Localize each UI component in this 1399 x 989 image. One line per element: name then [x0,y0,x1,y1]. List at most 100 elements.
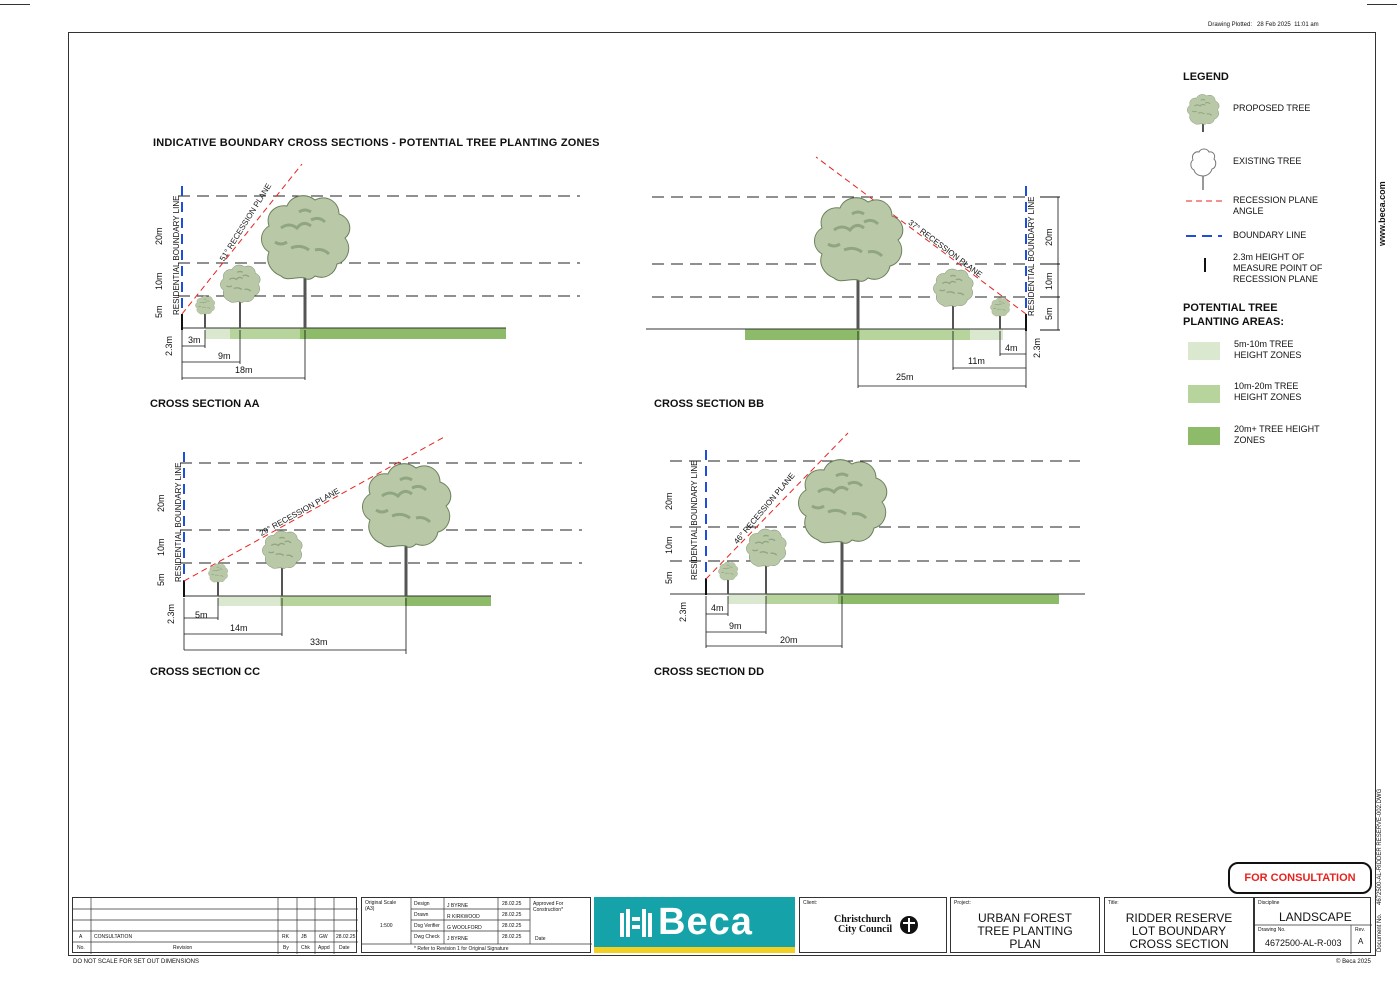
section-bb-height-5: 5m [1044,307,1054,320]
section-dd-dist-3: 20m [780,635,798,645]
section-aa-height-20: 20m [154,227,164,245]
sig-date-drawn: 28.02.25 [502,912,522,918]
section-cc-height-5: 5m [156,573,166,586]
client-block: Client: Christchurch City Council [799,897,947,953]
section-cc-dist-3: 33m [310,637,328,647]
project-name: URBAN FOREST TREE PLANTING PLAN [951,912,1099,951]
crop-mark [0,4,30,5]
tree-large [260,194,352,281]
legend-measure-point: 2.3m HEIGHT OF MEASURE POINT OF RECESSIO… [1233,252,1323,284]
section-bb-title: CROSS SECTION BB [654,398,765,410]
section-dd-dist-2: 9m [729,621,742,631]
title-label: Title: [1108,900,1119,906]
section-dd-height-10: 10m [664,536,674,554]
sig-date-design: 28.02.25 [502,901,522,907]
section-dd-title: CROSS SECTION DD [654,666,765,678]
scale-value: 1:500 [380,923,393,929]
sig-role-drawn: Drawn [414,912,429,918]
beca-stripe [594,947,795,953]
cross-section-cc [180,435,582,654]
legend-symbols [1186,93,1222,272]
legend-swatch-medium [1188,385,1220,403]
revision-header-date: Date [339,945,350,951]
revision-header-no: No. [77,945,85,951]
beca-logo: Beca [594,897,795,953]
legend-boundary-line: BOUNDARY LINE [1233,230,1307,240]
section-aa-height-5: 5m [154,305,164,318]
client-name: Christchurch City Council [834,915,892,935]
title-line1: RIDDER RESERVE [1125,911,1233,925]
title-line2: LOT BOUNDARY [1131,924,1227,938]
sig-role-design: Design [414,901,430,907]
cross-section-bb [646,156,1060,388]
plot-date: 28 Feb 2025 [1257,22,1291,28]
discipline-block: Discipline LANDSCAPE Drawing No. 4672500… [1254,897,1372,954]
discipline-value: LANDSCAPE [1279,910,1352,924]
sig-note: * Refer to Revision 1 for Original Signa… [414,946,509,952]
section-aa-dist-1: 3m [188,335,201,345]
section-aa-title: CROSS SECTION AA [150,398,260,410]
section-bb-boundary-label: RESIDENTIAL BOUNDARY LINE [1027,196,1036,316]
sig-date-check: 28.02.25 [502,934,522,940]
section-cc-height-20: 20m [156,494,166,512]
sig-date-verifier: 28.02.25 [502,923,522,929]
project-label: Project: [954,900,971,906]
recession-plane [181,163,303,315]
footer-note: DO NOT SCALE FOR SET OUT DIMENSIONS [73,959,200,965]
cross-section-dd [670,432,1085,648]
sig-name-verifier: G WOOLFORD [447,925,482,931]
sig-role-check: Dwg Check [414,934,440,940]
plot-stamp: Drawing Plotted: 28 Feb 2025 11:01 am [1208,22,1319,28]
council-emblem-icon [900,916,918,934]
discipline-label: Discipline [1258,900,1280,906]
legend-existing-tree-icon [1190,148,1217,190]
client-label: Client: [803,900,818,906]
client-name-line1: Christchurch [834,914,892,925]
document-path: 4672500-AL-RIDDER RESERVE-002.DWG [1377,788,1383,905]
beca-wordmark: Beca [658,901,753,943]
section-dd-dist-1: 4m [711,603,724,613]
legend-heading: LEGEND [1183,71,1229,83]
section-bb-height-23: 2.3m [1032,337,1042,358]
tree-small [195,295,216,315]
section-cc-height-23: 2.3m [166,603,176,624]
section-bb-height-20: 20m [1044,228,1054,246]
revision-value: A [1358,937,1364,946]
section-cc-title: CROSS SECTION CC [150,666,261,678]
revision-description: CONSULTATION [94,934,133,940]
section-aa-height-23: 2.3m [164,335,174,356]
project-line1: URBAN FOREST [977,911,1072,925]
drawing-title: INDICATIVE BOUNDARY CROSS SECTIONS - POT… [153,137,600,149]
revision-approved: GW [319,934,328,940]
sig-role-verifier: Dsg Verifier [414,923,440,929]
section-cc-boundary-label: RESIDENTIAL BOUNDARY LINE [174,462,183,582]
section-aa-height-10: 10m [154,272,164,290]
plot-label: Drawing Plotted: [1208,22,1253,28]
section-cc-dist-1: 5m [195,610,208,620]
revision-header-appd: Appd [318,945,330,951]
title-block: Title: RIDDER RESERVE LOT BOUNDARY CROSS… [1104,897,1254,953]
revision-header-chk: Chk [301,945,310,951]
section-bb-dist-3: 25m [896,372,914,382]
revision-checked: JB [301,934,307,940]
consultation-badge: FOR CONSULTATION [1228,862,1372,894]
sig-name-design: J BYRNE [447,903,469,909]
tree-medium [219,264,261,304]
title-line3: CROSS SECTION [1129,937,1229,951]
planting-zone-large [300,328,506,339]
legend-zone-small: 5m-10m TREE HEIGHT ZONES [1234,339,1302,360]
legend-proposed-tree: PROPOSED TREE [1233,103,1311,113]
section-dd-boundary-label: RESIDENTIAL BOUNDARY LINE [690,460,699,580]
website-link[interactable]: www.beca.com [1377,181,1387,246]
revision-date: 28.02.25 [336,934,356,940]
drawing-sheet-border [68,32,1376,956]
scale-label: Original Scale (A3) [365,900,397,912]
section-bb-height-10: 10m [1044,272,1054,290]
section-aa-dist-3: 18m [235,365,253,375]
revision-by: RK [282,934,289,940]
section-bb-dist-2: 11m [968,356,985,366]
legend-existing-tree: EXISTING TREE [1233,156,1302,166]
drawing-name: RIDDER RESERVE LOT BOUNDARY CROSS SECTIO… [1105,912,1253,951]
legend-zone-large: 20m+ TREE HEIGHT ZONES [1234,424,1320,445]
